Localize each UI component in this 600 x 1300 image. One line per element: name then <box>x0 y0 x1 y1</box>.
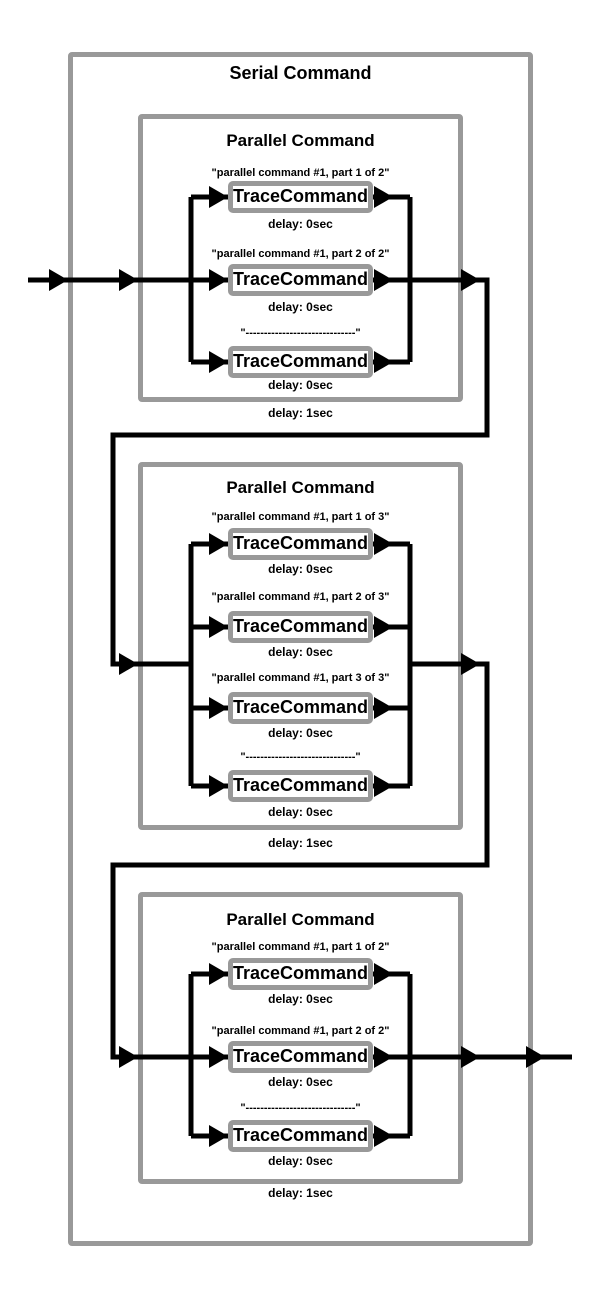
trace-caption: "parallel command #1, part 2 of 2" <box>211 1025 390 1037</box>
arrowhead <box>374 186 393 208</box>
arrowhead <box>209 775 228 797</box>
serial-command-frame <box>68 52 533 1246</box>
trace-command-box: TraceCommand <box>228 1041 373 1073</box>
arrowhead <box>526 1046 545 1068</box>
trace-caption: "parallel command #1, part 1 of 2" <box>211 167 390 179</box>
arrowhead <box>461 653 480 675</box>
arrowhead <box>374 963 393 985</box>
serial-command-title: Serial Command <box>229 63 372 83</box>
arrowhead <box>209 351 228 373</box>
arrowhead <box>49 269 68 291</box>
parallel-delay-label: delay: 1sec <box>268 1186 333 1200</box>
arrowhead <box>119 1046 138 1068</box>
trace-delay-label: delay: 0sec <box>268 562 333 576</box>
connector-line <box>373 541 410 789</box>
arrowhead <box>209 1125 228 1147</box>
arrowhead <box>374 351 393 373</box>
arrowhead <box>461 269 480 291</box>
arrowhead <box>119 269 138 291</box>
trace-command-box: TraceCommand <box>228 958 373 990</box>
trace-command-box: TraceCommand <box>228 346 373 378</box>
trace-command-box: TraceCommand <box>228 770 373 802</box>
trace-command-box: TraceCommand <box>228 611 373 643</box>
arrowhead <box>461 1046 480 1068</box>
trace-delay-label: delay: 0sec <box>268 1075 333 1089</box>
parallel-command-frame-3 <box>138 892 463 1184</box>
trace-command-box: TraceCommand <box>228 692 373 724</box>
trace-delay-label: delay: 0sec <box>268 217 333 231</box>
arrowhead <box>374 269 393 291</box>
trace-delay-label: delay: 0sec <box>268 805 333 819</box>
trace-caption: "parallel command #1, part 1 of 2" <box>211 941 390 953</box>
trace-delay-label: delay: 0sec <box>268 992 333 1006</box>
parallel-command-title: Parallel Command <box>226 910 375 929</box>
parallel-delay-label: delay: 1sec <box>268 836 333 850</box>
trace-caption: "------------------------------" <box>240 327 361 339</box>
trace-caption: "------------------------------" <box>240 1102 361 1114</box>
arrowhead <box>119 653 138 675</box>
arrowhead <box>374 616 393 638</box>
trace-caption: "parallel command #1, part 2 of 3" <box>211 591 390 603</box>
arrowhead <box>374 533 393 555</box>
trace-command-box: TraceCommand <box>228 264 373 296</box>
trace-command-box: TraceCommand <box>228 181 373 213</box>
trace-delay-label: delay: 0sec <box>268 645 333 659</box>
arrowhead <box>209 533 228 555</box>
arrowhead <box>209 1046 228 1068</box>
parallel-command-frame-1 <box>138 114 463 402</box>
trace-delay-label: delay: 0sec <box>268 1154 333 1168</box>
parallel-command-title: Parallel Command <box>226 131 375 150</box>
arrowhead <box>209 963 228 985</box>
trace-delay-label: delay: 0sec <box>268 726 333 740</box>
arrowhead <box>374 1046 393 1068</box>
trace-caption: "------------------------------" <box>240 751 361 763</box>
trace-caption: "parallel command #1, part 1 of 3" <box>211 511 390 523</box>
arrowhead <box>209 616 228 638</box>
trace-command-box: TraceCommand <box>228 528 373 560</box>
parallel-command-title: Parallel Command <box>226 478 375 497</box>
trace-caption: "parallel command #1, part 2 of 2" <box>211 248 390 260</box>
arrowhead <box>209 269 228 291</box>
arrowhead <box>374 1125 393 1147</box>
trace-command-box: TraceCommand <box>228 1120 373 1152</box>
parallel-command-frame-2 <box>138 462 463 830</box>
arrowhead <box>209 697 228 719</box>
trace-caption: "parallel command #1, part 3 of 3" <box>211 672 390 684</box>
parallel-delay-label: delay: 1sec <box>268 406 333 420</box>
arrowhead <box>374 697 393 719</box>
arrowhead <box>374 775 393 797</box>
trace-delay-label: delay: 0sec <box>268 300 333 314</box>
trace-delay-label: delay: 0sec <box>268 378 333 392</box>
arrowhead <box>209 186 228 208</box>
connector-line <box>191 541 228 789</box>
